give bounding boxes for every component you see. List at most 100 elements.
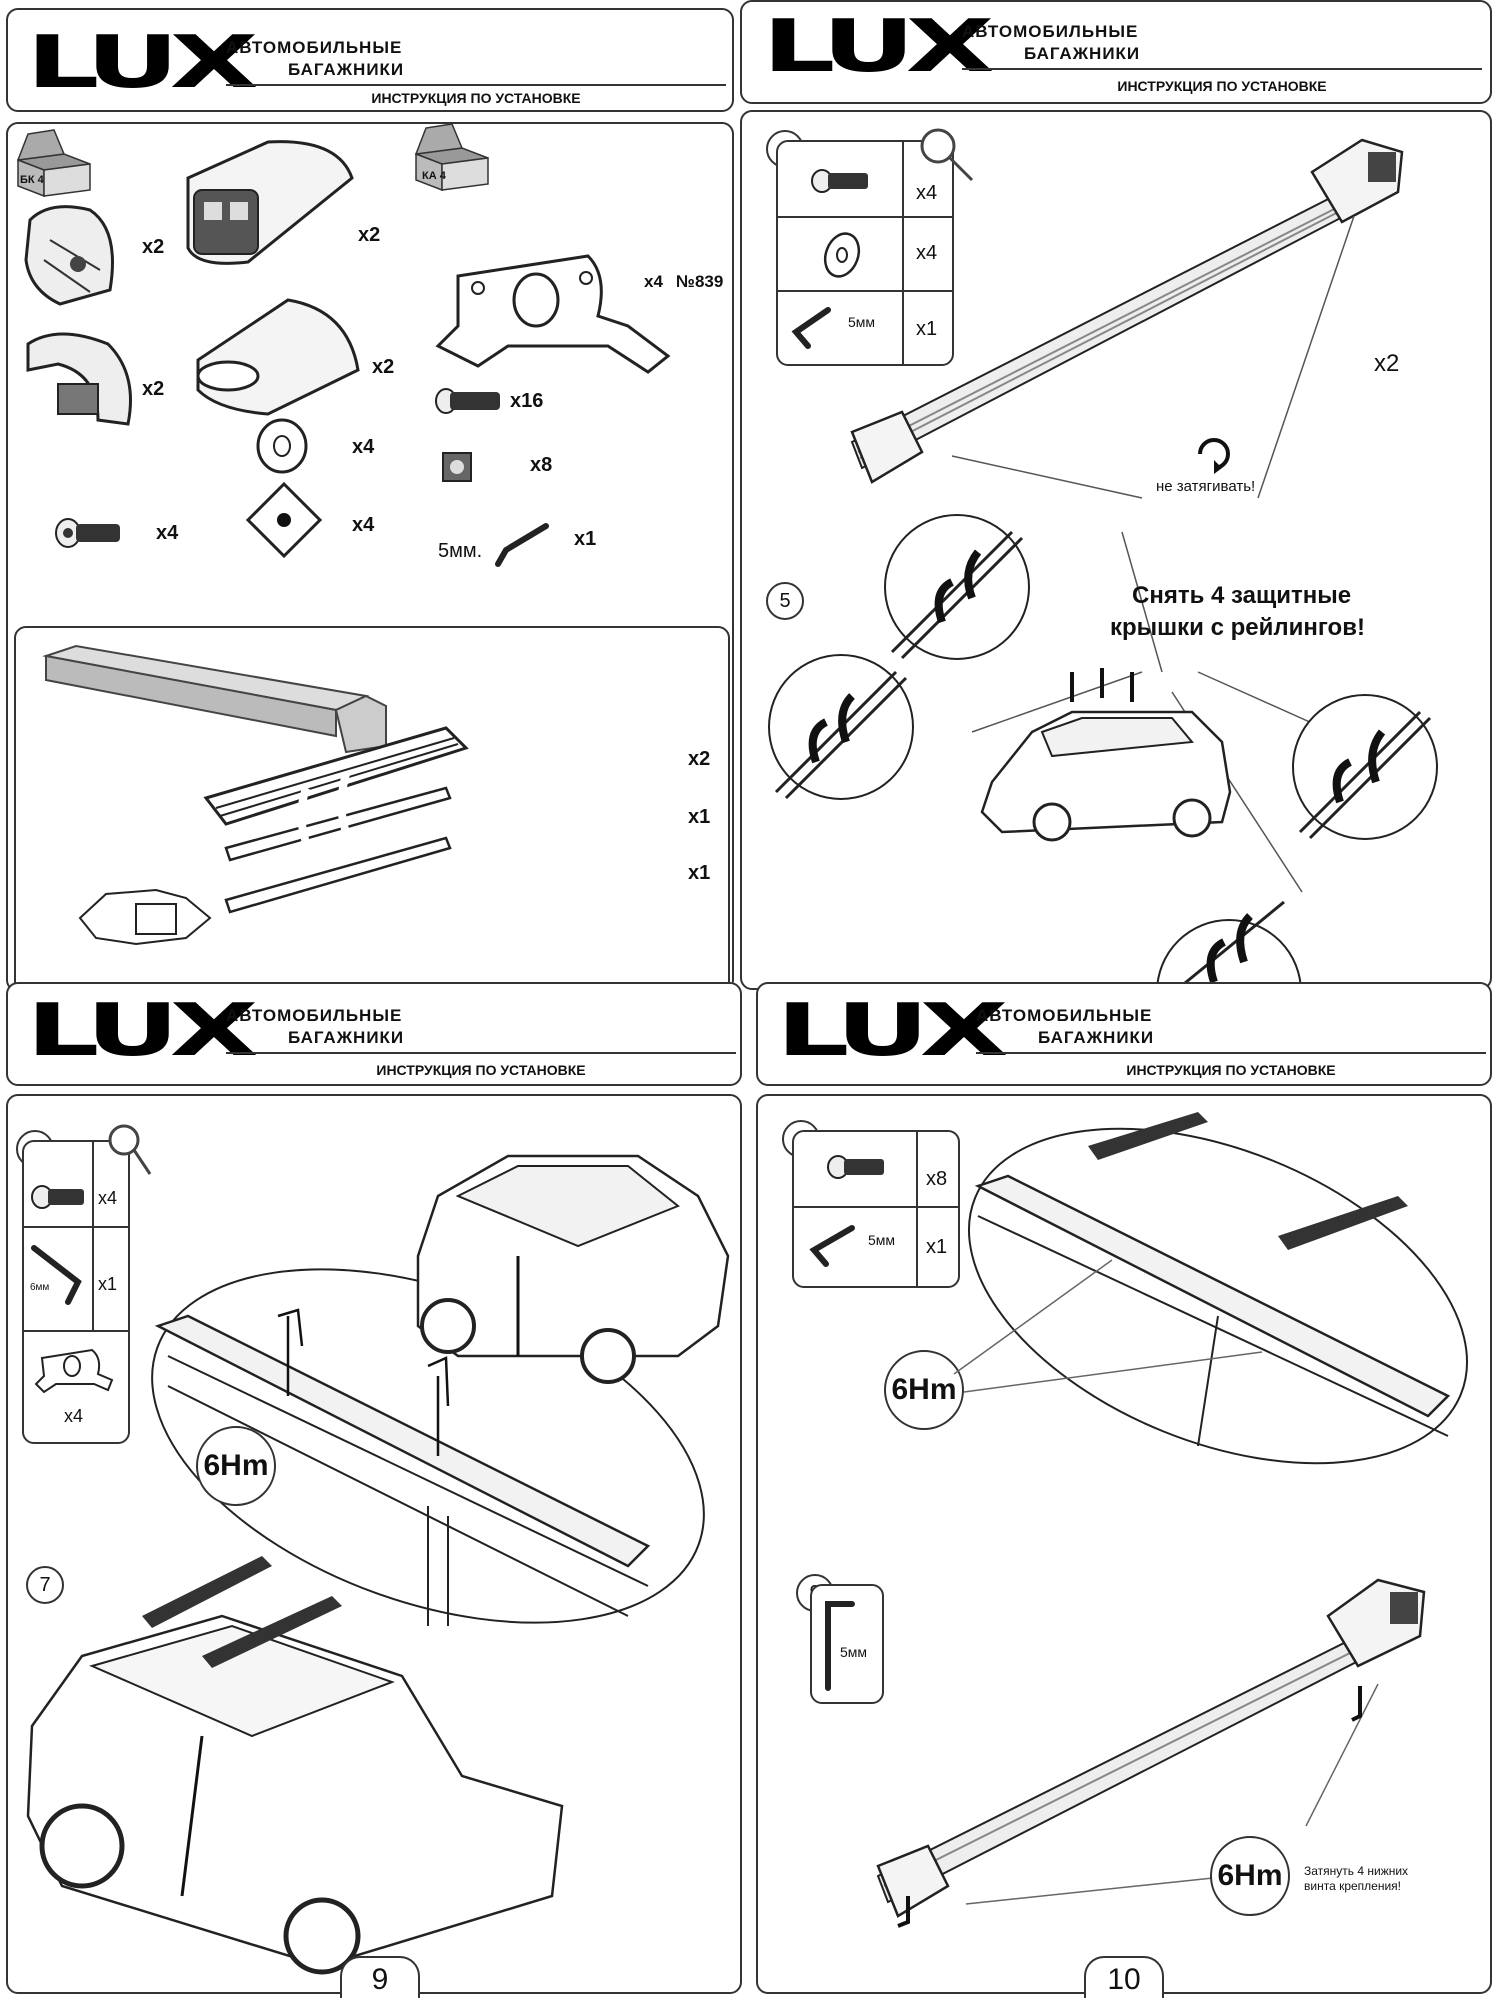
page-1: LUX АВТОМОБИЛЬНЫЕ БАГАЖНИКИ ИНСТРУКЦИЯ П… xyxy=(0,0,740,1010)
end-cap-icon xyxy=(24,205,114,306)
bolt-icon xyxy=(827,1155,884,1179)
car-icon xyxy=(980,668,1232,842)
profile-section-icon xyxy=(78,888,212,946)
header-divider xyxy=(962,68,1482,70)
qty-foot: x2 xyxy=(142,378,165,400)
hexkey-icon xyxy=(495,523,549,567)
header-frame: LUX АВТОМОБИЛЬНЫЕ БАГАЖНИКИ ИНСТРУКЦИЯ П… xyxy=(740,0,1492,104)
bar-mounted-zoom xyxy=(967,1112,1469,1465)
qty-bracket: x4 xyxy=(64,1406,84,1426)
hexkey-box-9: 5мм xyxy=(810,1584,884,1704)
lux-logo: LUX xyxy=(762,4,994,88)
qty-long-bar: x2 xyxy=(688,748,711,770)
washer-icon xyxy=(256,418,308,474)
header-line2: БАГАЖНИКИ xyxy=(1038,1028,1155,1047)
lux-logo: LUX xyxy=(26,20,258,104)
hexkey-size: 5мм xyxy=(848,314,876,330)
qty-hexkey: x1 xyxy=(926,1236,948,1258)
torque-badge-bottom: 6Hm xyxy=(1210,1836,1290,1916)
header-frame: LUX АВТОМОБИЛЬНЫЕ БАГАЖНИКИ ИНСТРУКЦИЯ П… xyxy=(6,982,742,1086)
tighten-note-line1: Затянуть 4 нижних xyxy=(1304,1864,1409,1878)
qty-bolt: x4 xyxy=(916,182,938,204)
qty-bolt-long: x16 xyxy=(510,390,544,412)
box-bk4-icon xyxy=(16,129,91,198)
qty-assembly: x2 xyxy=(1374,350,1400,377)
page-2: LUX АВТОМОБИЛЬНЫЕ БАГАЖНИКИ ИНСТРУКЦИЯ П… xyxy=(740,0,1500,994)
rotate-icon xyxy=(1198,438,1230,474)
qty-washer: x4 xyxy=(352,436,375,458)
content-frame: 8 x8 5мм x1 6Hm 9 5мм xyxy=(756,1094,1492,1998)
qty-bracket: x4 xyxy=(644,272,663,291)
header-line1: АВТОМОБИЛЬНЫЕ xyxy=(226,1006,403,1025)
page-number: 9 xyxy=(340,1956,420,1998)
crossbar-assembly-icon xyxy=(850,138,1404,484)
header-divider xyxy=(226,1052,736,1054)
qty-profile-bottom: x2 xyxy=(372,356,395,378)
qty-hexkey: x1 xyxy=(574,528,597,550)
header-divider xyxy=(226,84,726,86)
box-ka4-label: КА 4 xyxy=(422,170,446,182)
header-line1: АВТОМОБИЛЬНЫЕ xyxy=(962,22,1139,41)
hexkey-icon xyxy=(791,307,831,349)
qty-hexkey: x1 xyxy=(916,318,938,340)
header-line2: БАГАЖНИКИ xyxy=(288,60,405,79)
step-5-badge: 5 xyxy=(766,582,804,620)
square-plate-icon xyxy=(245,481,323,559)
hexkey-icon xyxy=(809,1225,855,1267)
header-instruction: ИНСТРУКЦИЯ ПО УСТАНОВКЕ xyxy=(1117,78,1327,94)
rail-strips-icon xyxy=(203,726,469,914)
bolt-icon xyxy=(31,1185,84,1209)
parts-table-4: x4 x4 5мм x1 xyxy=(776,140,954,366)
content-frame: 4 x4 x4 5мм x1 x2 xyxy=(740,110,1492,994)
remove-caps-line2: крышки с рейлингов! xyxy=(1110,614,1365,641)
qty-hexkey: x1 xyxy=(98,1274,118,1294)
qty-bolt: x8 xyxy=(926,1168,948,1190)
qty-square-plate: x4 xyxy=(352,514,375,536)
magnifier-icon xyxy=(920,128,974,182)
page-4: LUX АВТОМОБИЛЬНЫЕ БАГАЖНИКИ ИНСТРУКЦИЯ П… xyxy=(750,980,1500,2000)
parts-table-6: x4 6мм x1 x4 xyxy=(22,1140,130,1444)
cap-zoom-2 xyxy=(768,654,914,800)
rails-box: x2 x1 x1 xyxy=(14,626,730,1010)
qty-profile-top: x2 xyxy=(358,224,381,246)
crossbar-tightened-icon xyxy=(876,1578,1426,1928)
foot-icon xyxy=(26,332,132,426)
suv-top-icon xyxy=(416,1154,730,1384)
hexkey-size: 5мм xyxy=(868,1232,896,1248)
cap-zoom-4 xyxy=(1156,900,1302,994)
qty-end-cap: x2 xyxy=(142,236,165,258)
pointer-lines xyxy=(951,215,1355,893)
parts-table-8: x8 5мм x1 xyxy=(792,1130,960,1288)
bracket-icon xyxy=(34,1348,114,1394)
qty-strip-2: x1 xyxy=(688,862,711,884)
header-divider xyxy=(976,1052,1486,1054)
bolt-small-icon xyxy=(55,518,120,548)
step-7-badge: 7 xyxy=(26,1566,64,1604)
nut-icon xyxy=(442,452,472,482)
suv-with-bars-icon xyxy=(26,1556,564,1975)
torque-badge: 6Hm xyxy=(196,1426,276,1506)
hexkey-icon xyxy=(825,1601,855,1691)
header-line2: БАГАЖНИКИ xyxy=(288,1028,405,1047)
box-bk4-label: БК 4 xyxy=(20,174,44,186)
cap-zoom-1 xyxy=(884,514,1030,660)
qty-strip-1: x1 xyxy=(688,806,711,828)
long-bar-icon xyxy=(42,644,387,754)
parts-frame: БК 4 КА 4 x2 x2 x2 xyxy=(6,122,734,1010)
lux-logo: LUX xyxy=(776,988,1008,1072)
header-instruction: ИНСТРУКЦИЯ ПО УСТАНОВКЕ xyxy=(1126,1062,1336,1078)
washer-icon xyxy=(823,232,861,278)
header-instruction: ИНСТРУКЦИЯ ПО УСТАНОВКЕ xyxy=(376,1062,586,1078)
bracket-code: №839 xyxy=(676,272,724,291)
bolt-icon xyxy=(811,169,868,193)
no-tighten-note: не затягивать! xyxy=(1156,478,1256,495)
page-number: 10 xyxy=(1084,1956,1164,1998)
qty-bolt-small: x4 xyxy=(156,522,179,544)
hexkey-icon xyxy=(31,1245,82,1305)
qty-bolt: x4 xyxy=(98,1188,118,1208)
cap-zoom-3 xyxy=(1292,694,1438,840)
page-3: LUX АВТОМОБИЛЬНЫЕ БАГАЖНИКИ ИНСТРУКЦИЯ П… xyxy=(0,980,750,2000)
bar-end-profile-icon xyxy=(186,140,354,265)
magnifier-icon xyxy=(108,1124,152,1175)
hexkey-size: 6мм xyxy=(30,1282,50,1293)
